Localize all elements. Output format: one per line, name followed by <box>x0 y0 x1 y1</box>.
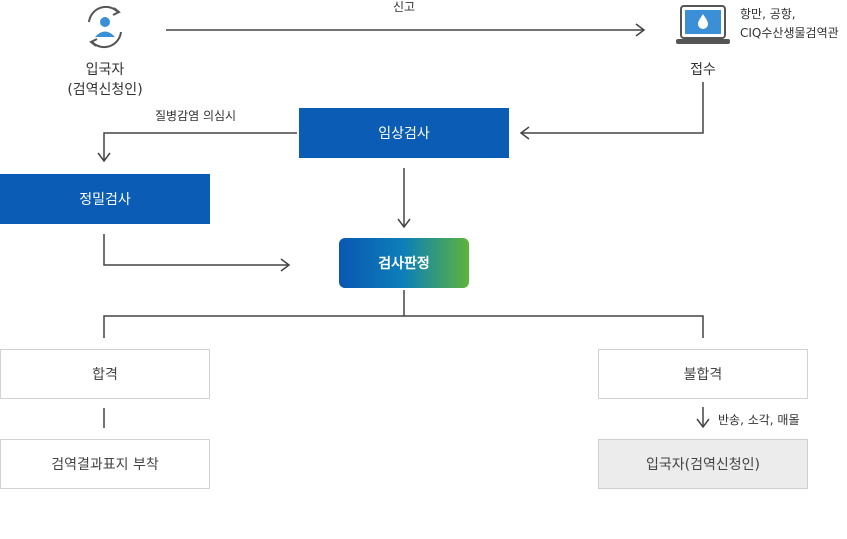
certificate-box: 검역결과표지 부착 <box>0 439 210 489</box>
agencies-line1: 항만, 공항, <box>740 7 796 21</box>
immigrant-sub-label: (검역신청인) <box>67 82 143 98</box>
clinical-exam-box: 임상검사 <box>299 108 509 158</box>
fail-box: 불합격 <box>598 349 808 399</box>
reception-label: 접수 <box>690 62 716 78</box>
immigrant-label: 입국자 <box>85 62 125 78</box>
return-immigrant-box: 입국자(검역신청인) <box>598 439 808 489</box>
agencies-line2: CIQ수산생물검역관 <box>740 26 839 40</box>
pass-box: 합격 <box>0 349 210 399</box>
disease-suspect-label: 질병감염 의심시 <box>155 109 237 123</box>
laptop-drop-icon <box>675 3 731 47</box>
detailed-exam-box: 정밀검사 <box>0 174 210 224</box>
person-cycle-icon <box>80 2 130 52</box>
judgement-box: 검사판정 <box>339 238 469 288</box>
report-label: 신고 <box>392 0 416 14</box>
disposal-label: 반송, 소각, 매몰 <box>718 413 800 427</box>
